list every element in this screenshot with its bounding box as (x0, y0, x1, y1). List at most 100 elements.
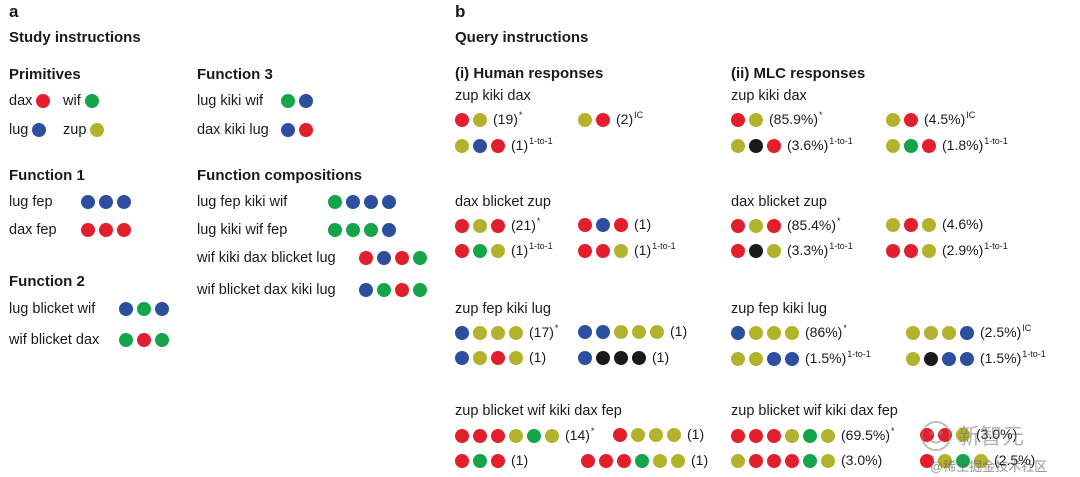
instruction-label: lug blicket wif (9, 301, 96, 317)
dot-green (473, 454, 487, 469)
dot-olive (731, 454, 745, 469)
dot-row (90, 123, 105, 138)
dot-green (84, 94, 99, 109)
dot-red (299, 123, 314, 138)
dot-blue (596, 325, 610, 340)
mlc-response: (85.4%)* (731, 216, 841, 234)
dot-green (473, 244, 487, 259)
instruction-label: wif kiki dax blicket lug (197, 250, 336, 266)
dot-olive (886, 139, 900, 154)
mlc-response: (86%)* (731, 324, 847, 341)
human-response: (1)1-to-1 (578, 242, 676, 259)
human-response: (1) (455, 453, 528, 469)
response-count: (1) (634, 242, 652, 258)
dot-olive (632, 325, 646, 340)
human-responses-heading: (i) Human responses (455, 65, 604, 82)
dot-green (413, 283, 428, 298)
instruction-label: dax fep (9, 222, 57, 238)
human-response: (19)* (455, 111, 522, 128)
dot-blue (155, 302, 170, 317)
dot-red (613, 428, 627, 443)
response-count: (1.8%) (942, 137, 984, 153)
dot-olive (614, 244, 628, 259)
panel-b-title: Query instructions (455, 29, 589, 46)
response-count: (14) (565, 427, 590, 443)
dot-row (920, 454, 988, 469)
response-marker: 1-to-1 (1022, 349, 1046, 359)
primitive-dax: dax (9, 94, 51, 109)
dot-olive (473, 326, 487, 341)
dot-blue (119, 302, 134, 317)
dot-red (731, 244, 745, 259)
svg-text:新智元: 新智元 (958, 425, 1024, 450)
function3-item: dax kiki lug (197, 123, 314, 138)
primitive-zup: zup (63, 122, 105, 138)
response-marker: IC (966, 110, 976, 120)
watermark-icon: 新智元 (921, 421, 1024, 451)
dot-olive (749, 352, 763, 367)
dot-blue (346, 195, 361, 210)
response-count: (1) (529, 349, 547, 365)
dot-red (473, 429, 487, 444)
dot-olive (767, 244, 781, 259)
function2-heading: Function 2 (9, 273, 85, 290)
dot-blue (281, 123, 296, 138)
dot-row (886, 218, 936, 233)
watermark-text: @稀土掘金技术社区 (930, 459, 1048, 474)
mlc-response: (85.9%)* (731, 111, 823, 128)
dot-red (767, 219, 781, 234)
compositions-heading: Function compositions (197, 167, 362, 184)
mlc-response: (1.5%)1-to-1 (731, 350, 871, 367)
response-count: (1) (634, 216, 652, 232)
mlc-response: (4.6%) (886, 217, 983, 233)
primitive-label: wif (63, 93, 81, 109)
dot-olive (886, 218, 900, 233)
dot-row (731, 352, 799, 367)
dot-green (155, 333, 170, 348)
response-marker: IC (1022, 323, 1032, 333)
dot-olive (473, 219, 487, 234)
dot-green (527, 429, 541, 444)
response-marker: 1-to-1 (984, 241, 1008, 251)
dot-olive (731, 352, 745, 367)
function3-heading: Function 3 (197, 66, 273, 83)
composition-item: wif blicket dax kiki lug (197, 283, 428, 298)
response-marker: * (590, 426, 595, 436)
dot-row (455, 139, 505, 154)
dot-green (281, 94, 296, 109)
dot-olive (631, 428, 645, 443)
dot-olive (649, 428, 663, 443)
primitive-label: lug (9, 122, 29, 138)
dot-red (395, 283, 410, 298)
dot-blue (359, 283, 374, 298)
response-count: (19) (493, 111, 518, 127)
dot-red (617, 454, 631, 469)
mlc-response: (1.8%)1-to-1 (886, 136, 1008, 154)
response-marker: 1-to-1 (984, 136, 1008, 146)
response-count: (1) (511, 242, 529, 258)
response-count: (3.0%) (976, 426, 1018, 442)
query-label: zup fep kiki lug (731, 301, 827, 317)
dot-red (731, 429, 745, 444)
instruction-label: wif blicket dax (9, 332, 100, 348)
dot-olive (749, 219, 763, 234)
dot-olive (767, 326, 781, 341)
dot-red (455, 219, 469, 234)
dot-black (749, 244, 763, 259)
dot-row (578, 218, 628, 233)
dot-blue (960, 352, 974, 367)
dot-blue (942, 352, 956, 367)
response-marker: 1-to-1 (829, 136, 853, 146)
query-label: zup fep kiki lug (455, 301, 551, 317)
dot-blue (382, 223, 397, 238)
response-marker: * (837, 216, 841, 226)
dot-green (904, 139, 918, 154)
mlc-response: (2.5%) (920, 453, 1035, 469)
response-marker: * (554, 323, 559, 333)
dot-olive (473, 351, 487, 366)
dot-red (767, 454, 781, 469)
dot-row (36, 94, 51, 109)
dot-red (491, 219, 505, 234)
dot-row (359, 283, 428, 298)
primitive-label: zup (63, 122, 87, 138)
